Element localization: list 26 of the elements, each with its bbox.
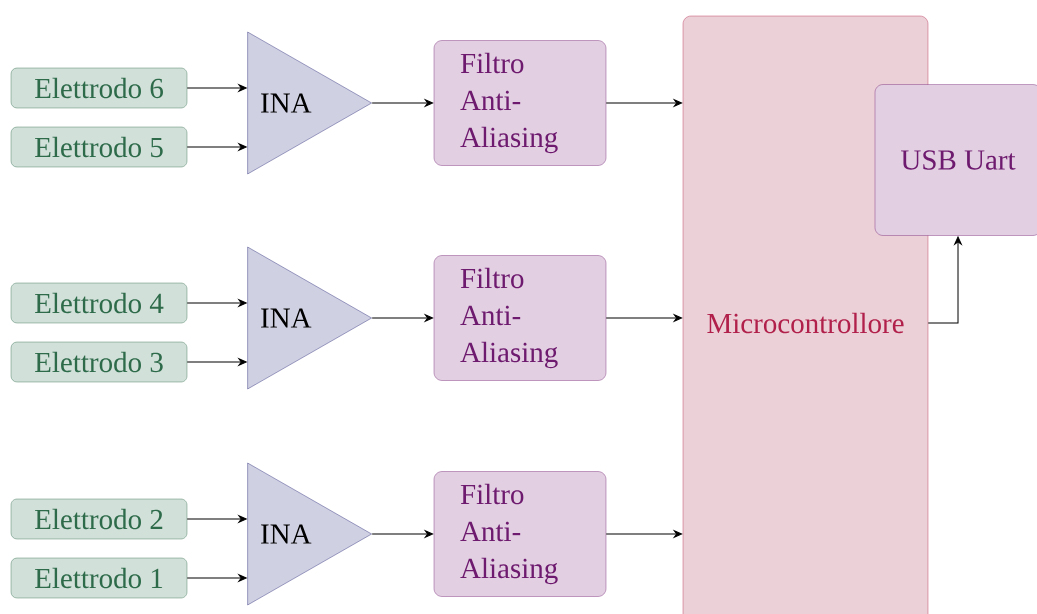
amplifier-triangle: INA: [247, 246, 372, 390]
filter-box: Filtro Anti-Aliasing: [433, 471, 607, 597]
electrode-box: Elettrodo 4: [10, 282, 188, 324]
filter-box: Filtro Anti-Aliasing: [433, 255, 607, 381]
arrow: [605, 99, 683, 107]
electrode-box: Elettrodo 3: [10, 341, 188, 383]
electrode-box: Elettrodo 5: [10, 126, 188, 168]
usb-uart-box: USB Uart: [874, 84, 1037, 236]
amplifier-triangle: INA: [247, 462, 372, 606]
arrow: [186, 515, 247, 523]
arrow: [605, 314, 683, 322]
amplifier-triangle: INA: [247, 31, 372, 175]
arrow: [186, 358, 247, 366]
arrow: [371, 530, 434, 538]
arrow: [186, 574, 247, 582]
electrode-box: Elettrodo 2: [10, 498, 188, 540]
arrow: [605, 530, 683, 538]
electrode-box: Elettrodo 6: [10, 67, 188, 109]
arrow: [371, 314, 434, 322]
arrow: [186, 299, 247, 307]
electrode-box: Elettrodo 1: [10, 557, 188, 599]
arrow: [186, 84, 247, 92]
arrow: [927, 236, 962, 324]
arrow: [371, 99, 434, 107]
arrow: [186, 143, 247, 151]
filter-box: Filtro Anti-Aliasing: [433, 40, 607, 166]
